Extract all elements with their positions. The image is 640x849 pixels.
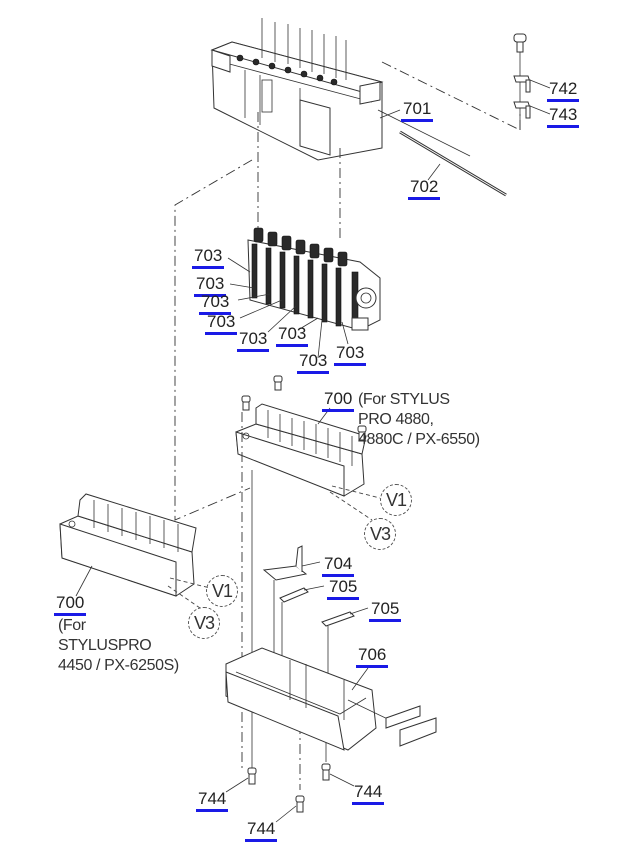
callout-700-lower[interactable]: 700 [54, 594, 87, 616]
view-marker-v3-lower[interactable]: V3 [188, 607, 220, 639]
note-variant-4880: (For STYLUS PRO 4880, 4880C / PX-6550) [358, 391, 480, 448]
callout-703[interactable]: 703 [276, 325, 309, 347]
callout-703[interactable]: 703 [237, 330, 270, 352]
callout-703[interactable]: 703 [199, 293, 232, 315]
view-marker-v3-upper[interactable]: V3 [364, 518, 396, 550]
callout-703[interactable]: 703 [192, 247, 225, 269]
part-703-dampers [227, 227, 381, 359]
part-701-frame [210, 18, 384, 161]
callout-705[interactable]: 705 [327, 578, 360, 600]
callout-706[interactable]: 706 [356, 646, 389, 668]
callout-703[interactable]: 703 [194, 275, 227, 297]
callout-744[interactable]: 744 [352, 783, 385, 805]
callout-700-upper[interactable]: 700 [322, 390, 355, 412]
callout-742[interactable]: 742 [547, 80, 580, 102]
part-706-tray [225, 647, 437, 751]
part-702-rod [399, 130, 507, 197]
callout-703[interactable]: 703 [334, 344, 367, 366]
callout-702[interactable]: 702 [408, 178, 441, 200]
callout-704[interactable]: 704 [322, 555, 355, 577]
callout-703[interactable]: 703 [297, 352, 330, 374]
callout-703[interactable]: 703 [205, 313, 238, 335]
view-marker-v1-upper[interactable]: V1 [380, 484, 412, 516]
part-700-lower [59, 493, 211, 609]
view-marker-v1-lower[interactable]: V1 [206, 575, 238, 607]
callout-701[interactable]: 701 [401, 100, 434, 122]
note-variant-4450: (For STYLUSPRO 4450 / PX-6250S) [58, 617, 179, 674]
callout-744[interactable]: 744 [245, 820, 278, 842]
callout-743[interactable]: 743 [547, 106, 580, 128]
part-700-upper [235, 375, 381, 521]
callout-705[interactable]: 705 [369, 600, 402, 622]
part-744-screws [225, 763, 355, 823]
part-742-743-clips [513, 33, 551, 130]
callout-744[interactable]: 744 [196, 790, 229, 812]
